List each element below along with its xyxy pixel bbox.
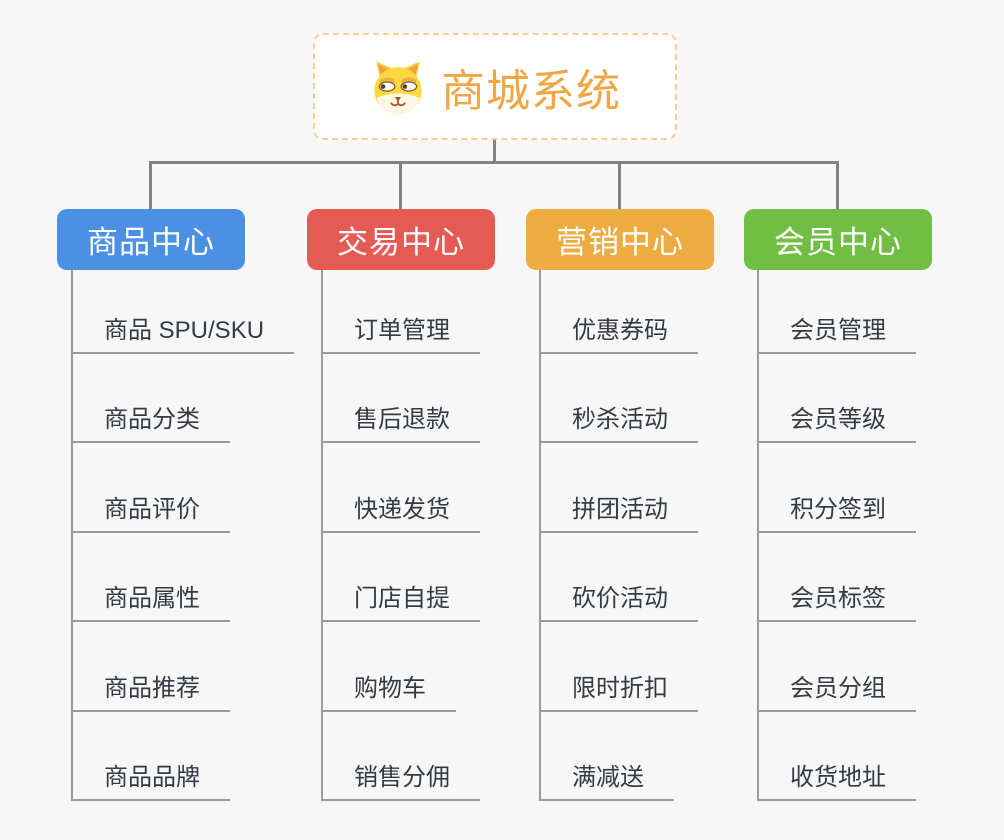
leaf-member-group[interactable]: 会员分组 (757, 668, 916, 712)
leaf-group-buy[interactable]: 拼团活动 (539, 489, 698, 533)
leaf-coupon-code[interactable]: 优惠券码 (539, 310, 698, 354)
connector-drop-marketing (618, 161, 621, 209)
leaf-sales-commission[interactable]: 销售分佣 (321, 757, 480, 801)
leaf-product-category[interactable]: 商品分类 (71, 399, 230, 443)
leaf-member-level[interactable]: 会员等级 (757, 399, 916, 443)
trunk-line-marketing (539, 270, 541, 801)
connector-horizontal (149, 161, 839, 164)
connector-drop-product (149, 161, 152, 209)
leaf-product-spu-sku[interactable]: 商品 SPU/SKU (71, 310, 295, 354)
leaf-member-tag[interactable]: 会员标签 (757, 578, 916, 622)
leaf-bargain-activity[interactable]: 砍价活动 (539, 578, 698, 622)
leaf-shopping-cart[interactable]: 购物车 (321, 668, 456, 712)
connector-root-stub (493, 140, 496, 163)
leaf-order-management[interactable]: 订单管理 (321, 310, 480, 354)
leaf-product-brand[interactable]: 商品品牌 (71, 757, 230, 801)
dog-face-icon (374, 61, 422, 114)
leaf-product-recommend[interactable]: 商品推荐 (71, 668, 230, 712)
leaf-member-management[interactable]: 会员管理 (757, 310, 916, 354)
trunk-line-product (71, 270, 73, 801)
leaf-points-checkin[interactable]: 积分签到 (757, 489, 916, 533)
leaf-product-review[interactable]: 商品评价 (71, 489, 230, 533)
root-node-mall-system[interactable]: 商城系统 (313, 33, 677, 140)
leaf-shipping-address[interactable]: 收货地址 (757, 757, 916, 801)
branch-header-marketing-center[interactable]: 营销中心 (526, 209, 714, 270)
connector-drop-member (836, 161, 839, 209)
leaf-limited-discount[interactable]: 限时折扣 (539, 668, 698, 712)
connector-drop-trade (399, 161, 402, 209)
leaf-express-delivery[interactable]: 快递发货 (321, 489, 480, 533)
leaf-full-reduction[interactable]: 满减送 (539, 757, 674, 801)
leaf-after-sale-refund[interactable]: 售后退款 (321, 399, 480, 443)
branch-header-product-center[interactable]: 商品中心 (57, 209, 245, 270)
leaf-product-attribute[interactable]: 商品属性 (71, 578, 230, 622)
branch-header-member-center[interactable]: 会员中心 (744, 209, 932, 270)
trunk-line-member (757, 270, 759, 801)
branch-header-trade-center[interactable]: 交易中心 (307, 209, 495, 270)
root-title: 商城系统 (441, 66, 621, 116)
leaf-store-pickup[interactable]: 门店自提 (321, 578, 480, 622)
trunk-line-trade (321, 270, 323, 801)
leaf-flash-sale[interactable]: 秒杀活动 (539, 399, 698, 443)
